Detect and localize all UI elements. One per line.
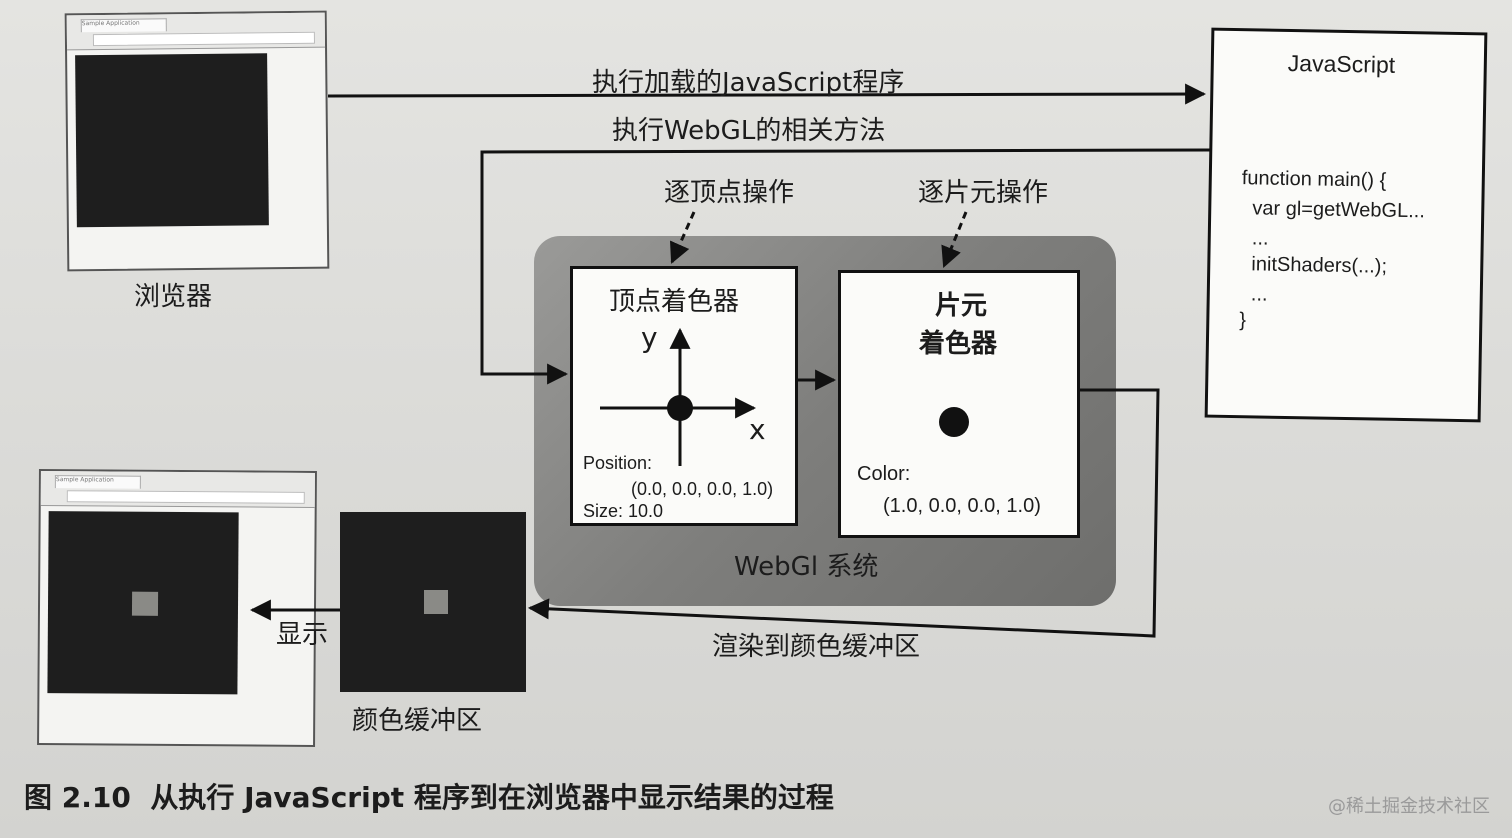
code-line: ... xyxy=(1239,283,1268,306)
position-value: (0.0, 0.0, 0.0, 1.0) xyxy=(631,479,774,499)
browser-chrome: Sample Application xyxy=(40,471,315,508)
webgl-system-label: WebGl 系统 xyxy=(734,552,879,582)
size-label: Size: 10.0 xyxy=(583,501,664,521)
axis-y-label: y xyxy=(641,321,658,354)
code-line: ... xyxy=(1240,227,1269,250)
watermark: @稀土掘金技术社区 xyxy=(1328,796,1490,817)
fragment-shader-title-1: 片元 xyxy=(935,291,988,321)
figure-caption: 图 2.10 从执行 JavaScript 程序到在浏览器中显示结果的过程 xyxy=(24,781,834,814)
position-label: Position: xyxy=(583,453,653,473)
label-run-js: 执行加载的JavaScript程序 xyxy=(592,68,905,98)
buffer-point xyxy=(424,590,448,614)
webgl-canvas-result xyxy=(47,511,239,695)
javascript-title: JavaScript xyxy=(1287,49,1396,78)
webgl-canvas xyxy=(75,53,269,228)
browser-caption: 浏览器 xyxy=(134,282,213,312)
color-value: (1.0, 0.0, 0.0, 1.0) xyxy=(883,495,1041,517)
label-render-to-buffer: 渲染到颜色缓冲区 xyxy=(712,632,921,662)
vertex-shader-title: 顶点着色器 xyxy=(609,287,740,317)
color-label: Color: xyxy=(857,463,911,485)
javascript-panel: JavaScript function main() { var gl=getW… xyxy=(1204,27,1488,423)
label-run-webgl: 执行WebGL的相关方法 xyxy=(612,116,886,146)
label-per-vertex: 逐顶点操作 xyxy=(664,178,795,208)
browser-chrome: Sample Application xyxy=(66,12,326,51)
address-bar xyxy=(92,31,315,47)
address-bar xyxy=(66,490,305,504)
browser-tab: Sample Application xyxy=(54,475,141,489)
axis-x-label: x xyxy=(749,413,766,446)
fragment-shader-panel: 片元 着色器 Color: (1.0, 0.0, 0.0, 1.0) xyxy=(838,270,1080,538)
browser-window-top: Sample Application xyxy=(64,10,330,272)
vertex-shader-panel: 顶点着色器 y x Position: (0.0, 0.0, 0.0, 1.0)… xyxy=(570,266,798,526)
code-line: function main() { xyxy=(1241,167,1387,192)
browser-tab: Sample Application xyxy=(80,18,167,33)
color-buffer-caption: 颜色缓冲区 xyxy=(352,706,483,736)
fragment-dot xyxy=(939,407,969,437)
fragment-shader-title-2: 着色器 xyxy=(919,329,998,359)
code-line: initShaders(...); xyxy=(1240,253,1388,278)
rendered-point xyxy=(131,591,159,616)
label-per-fragment: 逐片元操作 xyxy=(918,178,1049,208)
browser-window-bottom: Sample Application xyxy=(37,469,317,747)
label-display: 显示 xyxy=(276,620,329,650)
color-buffer xyxy=(340,512,526,692)
code-line: } xyxy=(1239,309,1247,332)
code-line: var gl=getWebGL... xyxy=(1241,197,1426,223)
